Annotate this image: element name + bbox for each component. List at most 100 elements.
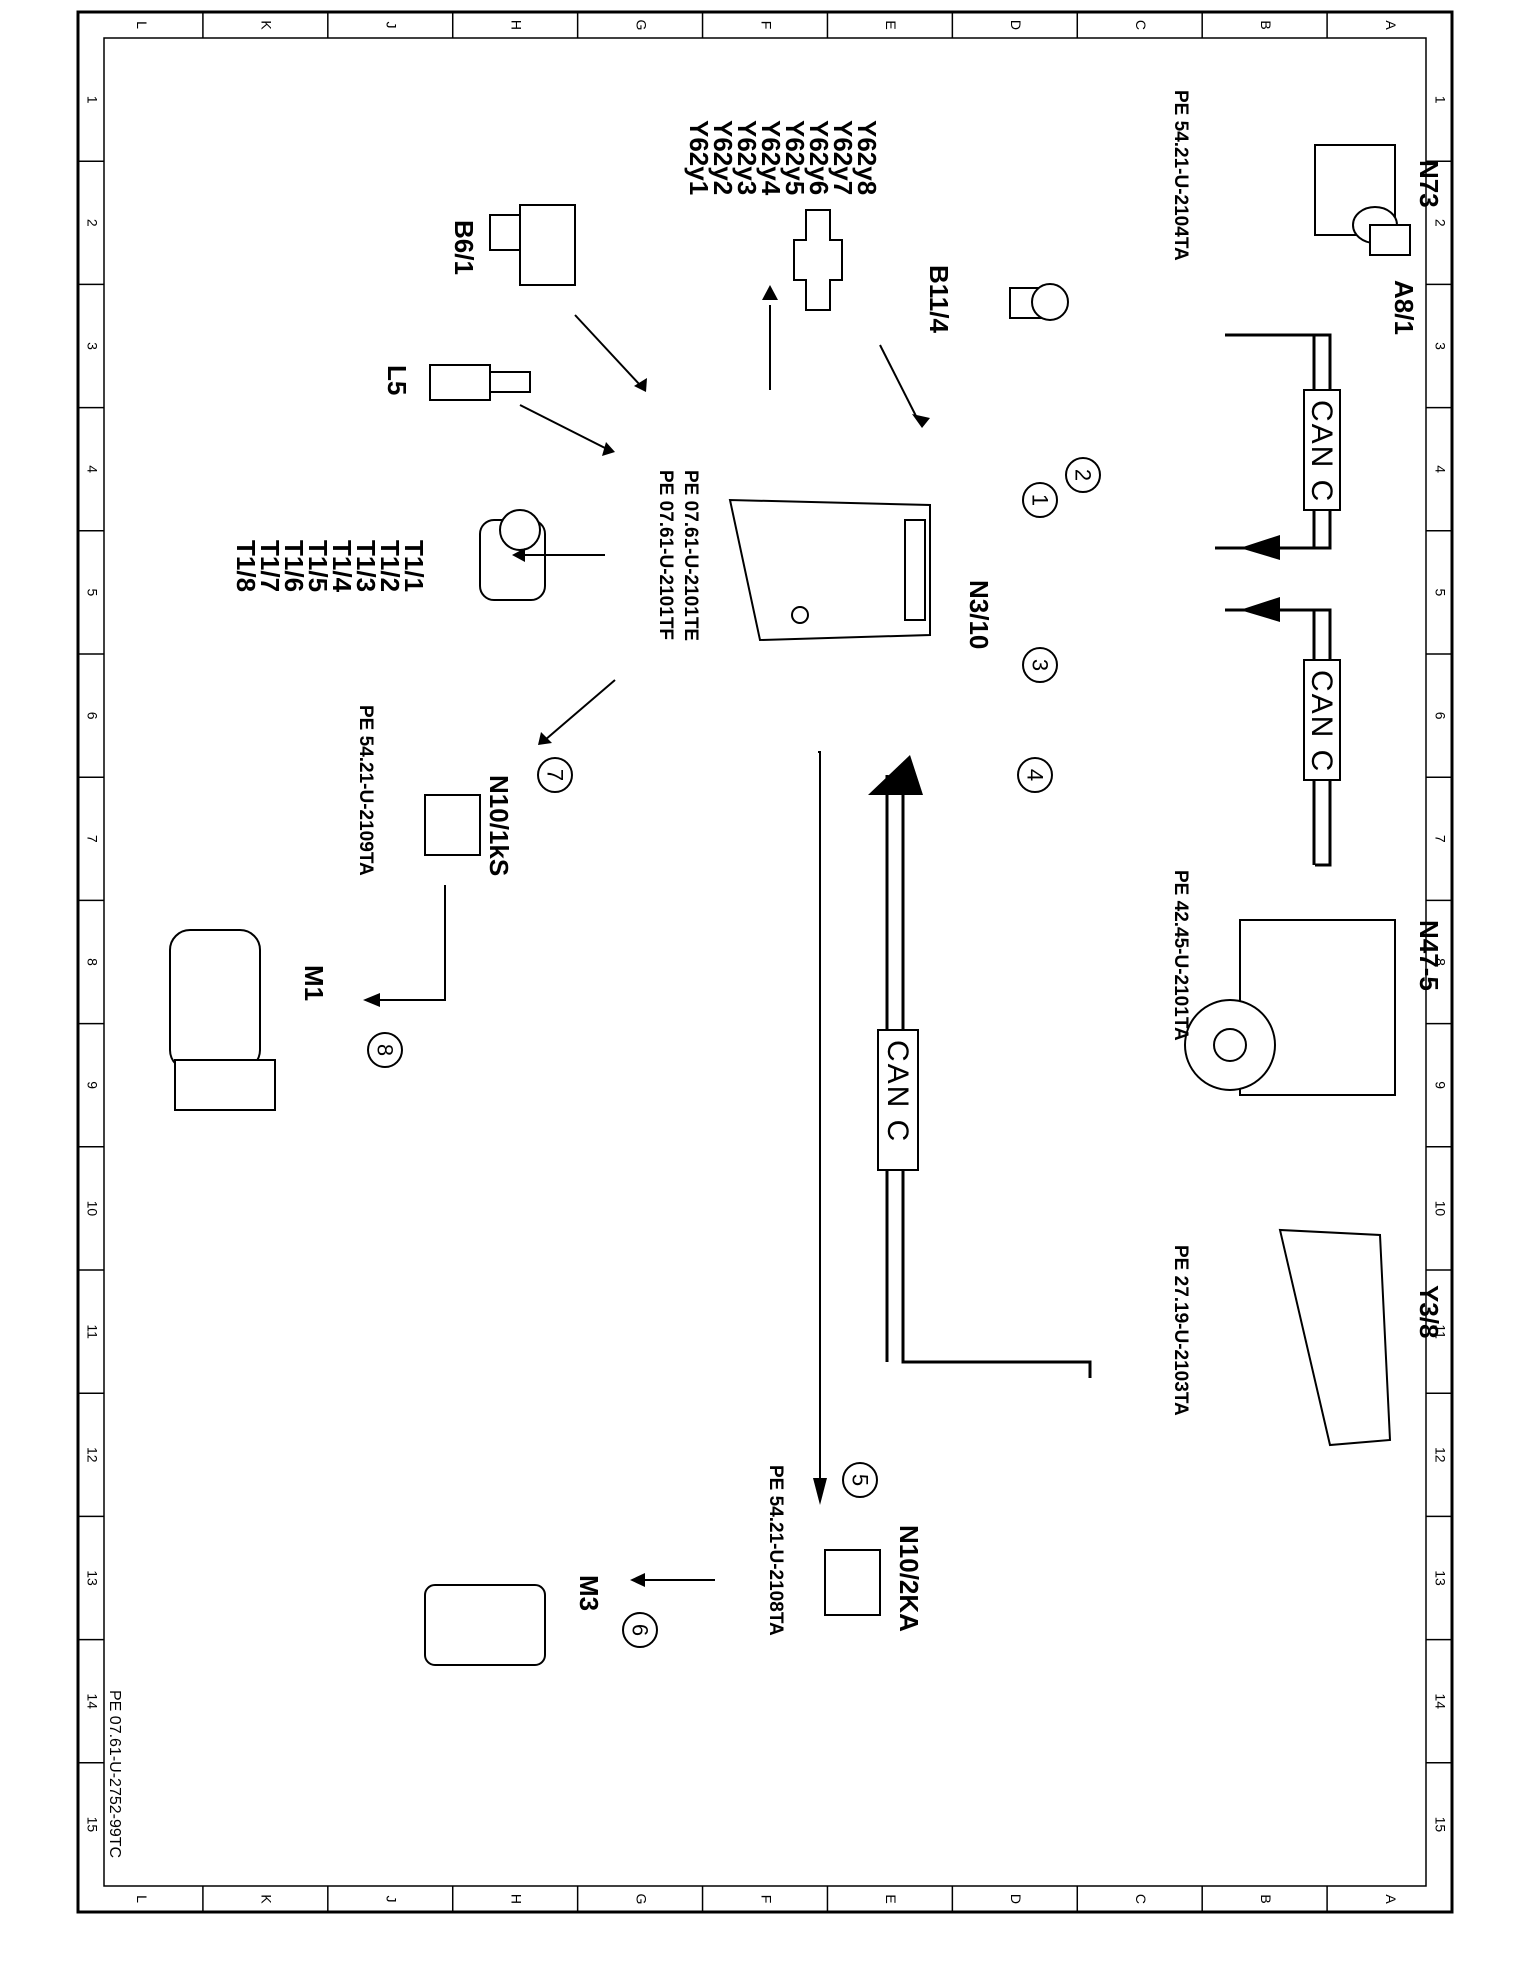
y62-label: Y62y4 <box>756 120 786 196</box>
l5-sensor-icon <box>429 364 491 401</box>
can-arrow-1 <box>1240 535 1280 560</box>
grid-letter: H <box>508 20 524 30</box>
t1-label: T1/6 <box>279 540 309 592</box>
grid-number: 6 <box>1432 712 1448 720</box>
starter-motor-icon <box>169 929 261 1071</box>
grid-letter: F <box>758 1895 774 1904</box>
grid-number: 7 <box>1432 835 1448 843</box>
outer-frame <box>76 10 1454 1914</box>
grid-number: 14 <box>84 1693 100 1709</box>
grid-letter: B <box>1258 1894 1274 1903</box>
grid-number: 5 <box>1432 589 1448 597</box>
t1-label: T1/3 <box>351 540 381 592</box>
grid-number: 10 <box>84 1201 100 1217</box>
marker-circle <box>367 1032 403 1068</box>
marker-circle <box>537 757 573 793</box>
y3-8-ref: PE 27.19-U-2103TA <box>1170 1245 1191 1416</box>
grid-number: 8 <box>84 958 100 966</box>
l5-label: L5 <box>382 365 412 395</box>
grid-number: 11 <box>84 1324 100 1339</box>
grid-letter: D <box>1008 20 1024 30</box>
n47-5-ref: PE 42.45-U-2101TA <box>1170 870 1191 1041</box>
n10-1ks-ref: PE 54.21-U-2109TA <box>355 705 376 876</box>
grid-number: 15 <box>1432 1817 1448 1833</box>
n3-10-ref-1: PE 07.61-U-2101TE <box>680 470 701 641</box>
y62-label: Y62y6 <box>804 120 834 195</box>
grid-lines <box>78 12 1452 1912</box>
marker-circle <box>1017 757 1053 793</box>
marker-number: 7 <box>543 769 568 781</box>
grid-letter: D <box>1008 1894 1024 1904</box>
m3-component: M3 <box>424 1575 604 1666</box>
t1-label: T1/8 <box>231 540 261 592</box>
diagram-content: CAN C CAN C CAN C N73 A8/1 P <box>106 90 1444 1858</box>
b11-4-label: B11/4 <box>924 265 954 333</box>
grid-number: 4 <box>84 465 100 473</box>
can-label-1: CAN C <box>1305 400 1338 503</box>
marker-circle <box>1065 457 1101 493</box>
t1-label: T1/7 <box>255 540 285 592</box>
grid-letter: B <box>1258 20 1274 29</box>
can-label-2: CAN C <box>1305 670 1338 773</box>
grid-letter: C <box>1133 20 1149 30</box>
marker-number: 5 <box>848 1474 873 1486</box>
y3-8-valve-body-icon <box>1278 1228 1392 1447</box>
y62-label: Y62y2 <box>708 120 738 195</box>
n73-component: N73 A8/1 PE 54.21-U-2104TA <box>1170 90 1444 335</box>
marker-number: 8 <box>373 1044 398 1056</box>
grid-number: 11 <box>1432 1324 1448 1339</box>
n3-10-control-unit: N3/10 PE 07.61-U-2101TE PE 07.61-U-2101T… <box>655 470 994 649</box>
marker-circle <box>1022 647 1058 683</box>
grid-number: 1 <box>1432 96 1448 104</box>
grid-number: 12 <box>1432 1447 1448 1463</box>
m1-label: M1 <box>299 965 329 1001</box>
grid-letter: K <box>259 1894 275 1904</box>
can-arrow-2 <box>1240 597 1280 622</box>
grid-number: 5 <box>84 589 100 597</box>
grid-letter: H <box>508 1894 524 1904</box>
grid-letter: G <box>633 20 649 31</box>
grid-letter: F <box>758 21 774 30</box>
m3-label: M3 <box>574 1575 604 1611</box>
grid-letter: L <box>134 1895 150 1903</box>
y3-8-label: Y3/8 <box>1414 1285 1444 1339</box>
n10-2ka-relay-icon <box>824 1549 881 1616</box>
t1-label: T1/4 <box>327 540 357 593</box>
footer-ref: PE 07.61-U-2752-99TC <box>106 1690 123 1858</box>
t1-label: T1/5 <box>303 540 333 592</box>
grid-number: 15 <box>84 1817 100 1833</box>
grid-letter: J <box>384 1896 400 1903</box>
n47-5-label: N47-5 <box>1414 920 1444 991</box>
can-bus-wires: CAN C CAN C CAN C <box>813 333 1341 1505</box>
marker-number: 4 <box>1023 769 1048 781</box>
marker-number: 6 <box>628 1624 653 1636</box>
grid-letter: E <box>883 1894 899 1903</box>
m1-component: M1 <box>169 929 329 1111</box>
n3-10-label: N3/10 <box>964 580 994 649</box>
grid-letter: G <box>633 1894 649 1905</box>
grid-number: 10 <box>1432 1201 1448 1217</box>
grid-number: 4 <box>1432 465 1448 473</box>
inner-frame <box>103 37 1427 1887</box>
grid-letter: E <box>883 20 899 29</box>
y62-label: Y62y1 <box>684 120 714 195</box>
grid-number: 13 <box>84 1570 100 1586</box>
grid-letter: A <box>1383 20 1399 30</box>
control-unit-icon <box>728 498 931 642</box>
marker-circle <box>622 1612 658 1648</box>
n73-ref: PE 54.21-U-2104TA <box>1170 90 1191 261</box>
grid-number: 9 <box>84 1081 100 1089</box>
grid-letter: J <box>384 22 400 29</box>
t1-label: T1/2 <box>375 540 405 592</box>
b6-1-component: B6/1 <box>449 204 647 392</box>
b11-4-component: B11/4 <box>879 265 1069 428</box>
b6-1-sensor-icon <box>519 204 576 286</box>
grid-number: 14 <box>1432 1693 1448 1709</box>
can-arrow-3 <box>868 755 923 795</box>
grid-number: 13 <box>1432 1570 1448 1586</box>
injector-icon <box>793 209 843 311</box>
